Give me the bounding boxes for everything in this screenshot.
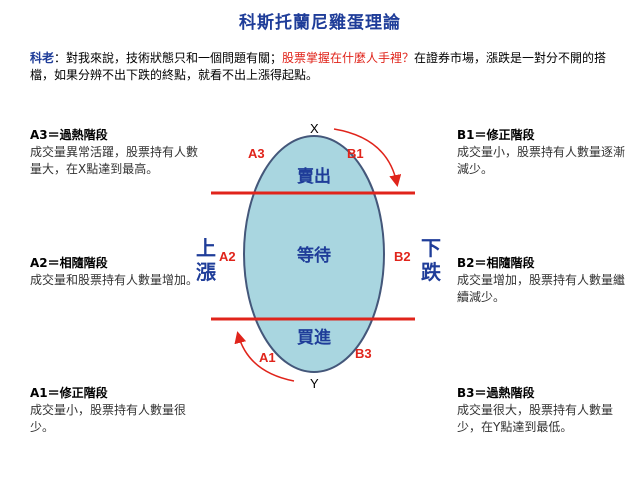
intro-highlight: 股票掌握在什麼人手裡？ [282, 51, 415, 65]
page-title: 科斯托蘭尼雞蛋理論 [239, 13, 401, 33]
intro-text-2: 在證券市場，漲跌是一對分不開的搭檔，如果分辨不出下跌的終點，就看不出上漲得起點。 [30, 51, 607, 82]
point-y: Y [310, 376, 319, 391]
note-b1: B1＝修正階段 成交量小，股票持有人數量逐漸減少。 [457, 127, 627, 178]
buy-label: 買進 [297, 328, 331, 348]
label-a3: A3 [248, 146, 265, 161]
note-a1-head: A1＝修正階段 [30, 386, 108, 400]
note-a3-body: 成交量異常活躍，股票持有人數量大，在X點達到最高。 [30, 145, 199, 176]
fall-label-top: 下 [421, 236, 441, 260]
note-b2-body: 成交量增加，股票持有人數量繼續減少。 [457, 273, 626, 304]
wait-label: 等待 [297, 245, 331, 266]
arrow-top-right [333, 128, 402, 187]
note-a2-body: 成交量和股票持有人數量增加。 [30, 273, 199, 287]
label-a1: A1 [259, 350, 276, 365]
note-b2-head: B2＝相隨階段 [457, 256, 535, 270]
label-b2: B2 [394, 249, 411, 264]
label-a2: A2 [219, 249, 236, 264]
fall-label-bottom: 跌 [421, 260, 442, 284]
note-a1: A1＝修正階段 成交量小，股票持有人數量很少。 [30, 385, 205, 436]
note-b2: B2＝相隨階段 成交量增加，股票持有人數量繼續減少。 [457, 255, 627, 306]
note-b1-body: 成交量小，股票持有人數量逐漸減少。 [457, 145, 626, 176]
intro-lead: 科老 [30, 51, 55, 65]
intro-paragraph: 科老：對我來說，技術狀態只和一個問題有關；股票掌握在什麼人手裡？在證券市場，漲跌… [30, 50, 620, 84]
note-b3-head: B3＝過熱階段 [457, 386, 535, 400]
sell-label: 賣出 [296, 166, 331, 187]
egg-shape [243, 135, 385, 373]
label-b1: B1 [347, 146, 364, 161]
rise-label-top: 上 [196, 236, 216, 260]
note-b3: B3＝過熱階段 成交量很大，股票持有人數量少，在Y點達到最低。 [457, 385, 627, 436]
label-b3: B3 [355, 346, 372, 361]
note-a3: A3＝過熱階段 成交量異常活躍，股票持有人數量大，在X點達到最高。 [30, 127, 205, 178]
note-a1-body: 成交量小，股票持有人數量很少。 [30, 403, 187, 434]
note-b3-body: 成交量很大，股票持有人數量少，在Y點達到最低。 [457, 403, 614, 434]
rise-label-bottom: 漲 [196, 260, 217, 284]
arrow-bottom-left [234, 331, 295, 382]
point-x: X [310, 121, 319, 136]
note-a2: A2＝相隨階段 成交量和股票持有人數量增加。 [30, 255, 205, 289]
note-a2-head: A2＝相隨階段 [30, 256, 108, 270]
note-b1-head: B1＝修正階段 [457, 128, 535, 142]
intro-text-1: ：對我來說，技術狀態只和一個問題有關； [54, 51, 283, 65]
note-a3-head: A3＝過熱階段 [30, 128, 108, 142]
